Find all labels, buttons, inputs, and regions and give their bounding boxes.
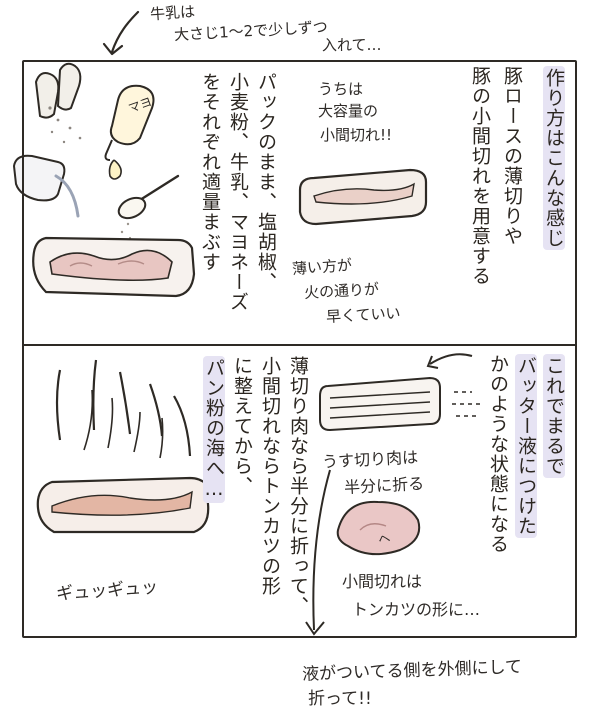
thin-note-line3: 早くていい [325,304,402,326]
down-arrowhead [305,621,325,636]
panel2-caption2-line3: に整えてから、 [231,356,253,496]
meat-tray-icon [32,236,196,298]
mayo-bottle-icon [104,84,155,180]
batter-tray-icon [36,476,210,534]
panel1-caption-title: 作り方はこんな感じ [540,66,568,250]
meat-pack-icon [298,168,428,226]
caption2-line4-text: パン粉の海へ… [203,356,225,503]
tray-note-line1: うちは [318,80,364,98]
panel-frame [22,60,577,638]
panel2-caption2-line1: 薄切り肉なら半分に折って、 [287,356,309,616]
fold-note-line1: うす切り肉は [321,447,419,472]
hands-icon [55,359,192,459]
caption-line2-text: バッター液につけた [515,354,537,538]
panel-divider [22,344,577,346]
shape-note-line2: トンカツの形に… [352,600,481,619]
top-arrowhead [102,42,124,56]
panel2-caption2-line4: パン粉の海へ… [200,356,228,503]
bottom-note-line2: 折って!! [308,689,372,709]
thin-note-line1: 薄い方が [291,255,353,279]
panel1-caption2-line1: パックのまま、塩胡椒、 [255,72,277,292]
tray-note-line3: 小間切れ!! [320,126,393,144]
panel2-caption2-line2: 小間切れならトンカツの形 [259,356,281,596]
panel2-caption-line3: かのような状態になる [487,354,509,554]
spoon-icon [117,174,180,240]
tray-note-line2: 大容量の [318,102,379,120]
caption-line1-text: これでまるで [543,354,565,478]
fold-note-line2: 半分に折る [343,473,425,498]
curve-arrow [429,353,473,365]
top-arrow [110,10,140,54]
panel1-caption-line2: 豚ロースの薄切りや [501,66,523,246]
shape-note-line1: 小間切れは [342,572,423,591]
curve-arrowhead [426,355,439,369]
salt-shaker-icon [34,62,82,144]
thin-note-line2: 火の通りが [303,280,380,302]
folded-meat-icon [319,376,482,432]
top-note-line3: 入れて… [322,36,382,54]
cutlet-shape-icon [336,500,421,556]
milk-pitcher-icon [12,154,80,218]
panel2-caption-line2: バッター液につけた [512,354,540,538]
panel1-caption-line3: 豚の小間切れを用意する [469,66,491,286]
panel1-caption2-line3: をそれぞれ適量まぶす [199,72,221,272]
panel2-caption-line1: これでまるで [540,354,568,478]
down-arrow [312,469,331,631]
caption-title-text: 作り方はこんな感じ [543,66,565,250]
top-note-line1: 牛乳は [149,2,196,24]
panel1-caption2-line2: 小麦粉、牛乳、マヨネーズ [227,72,249,312]
